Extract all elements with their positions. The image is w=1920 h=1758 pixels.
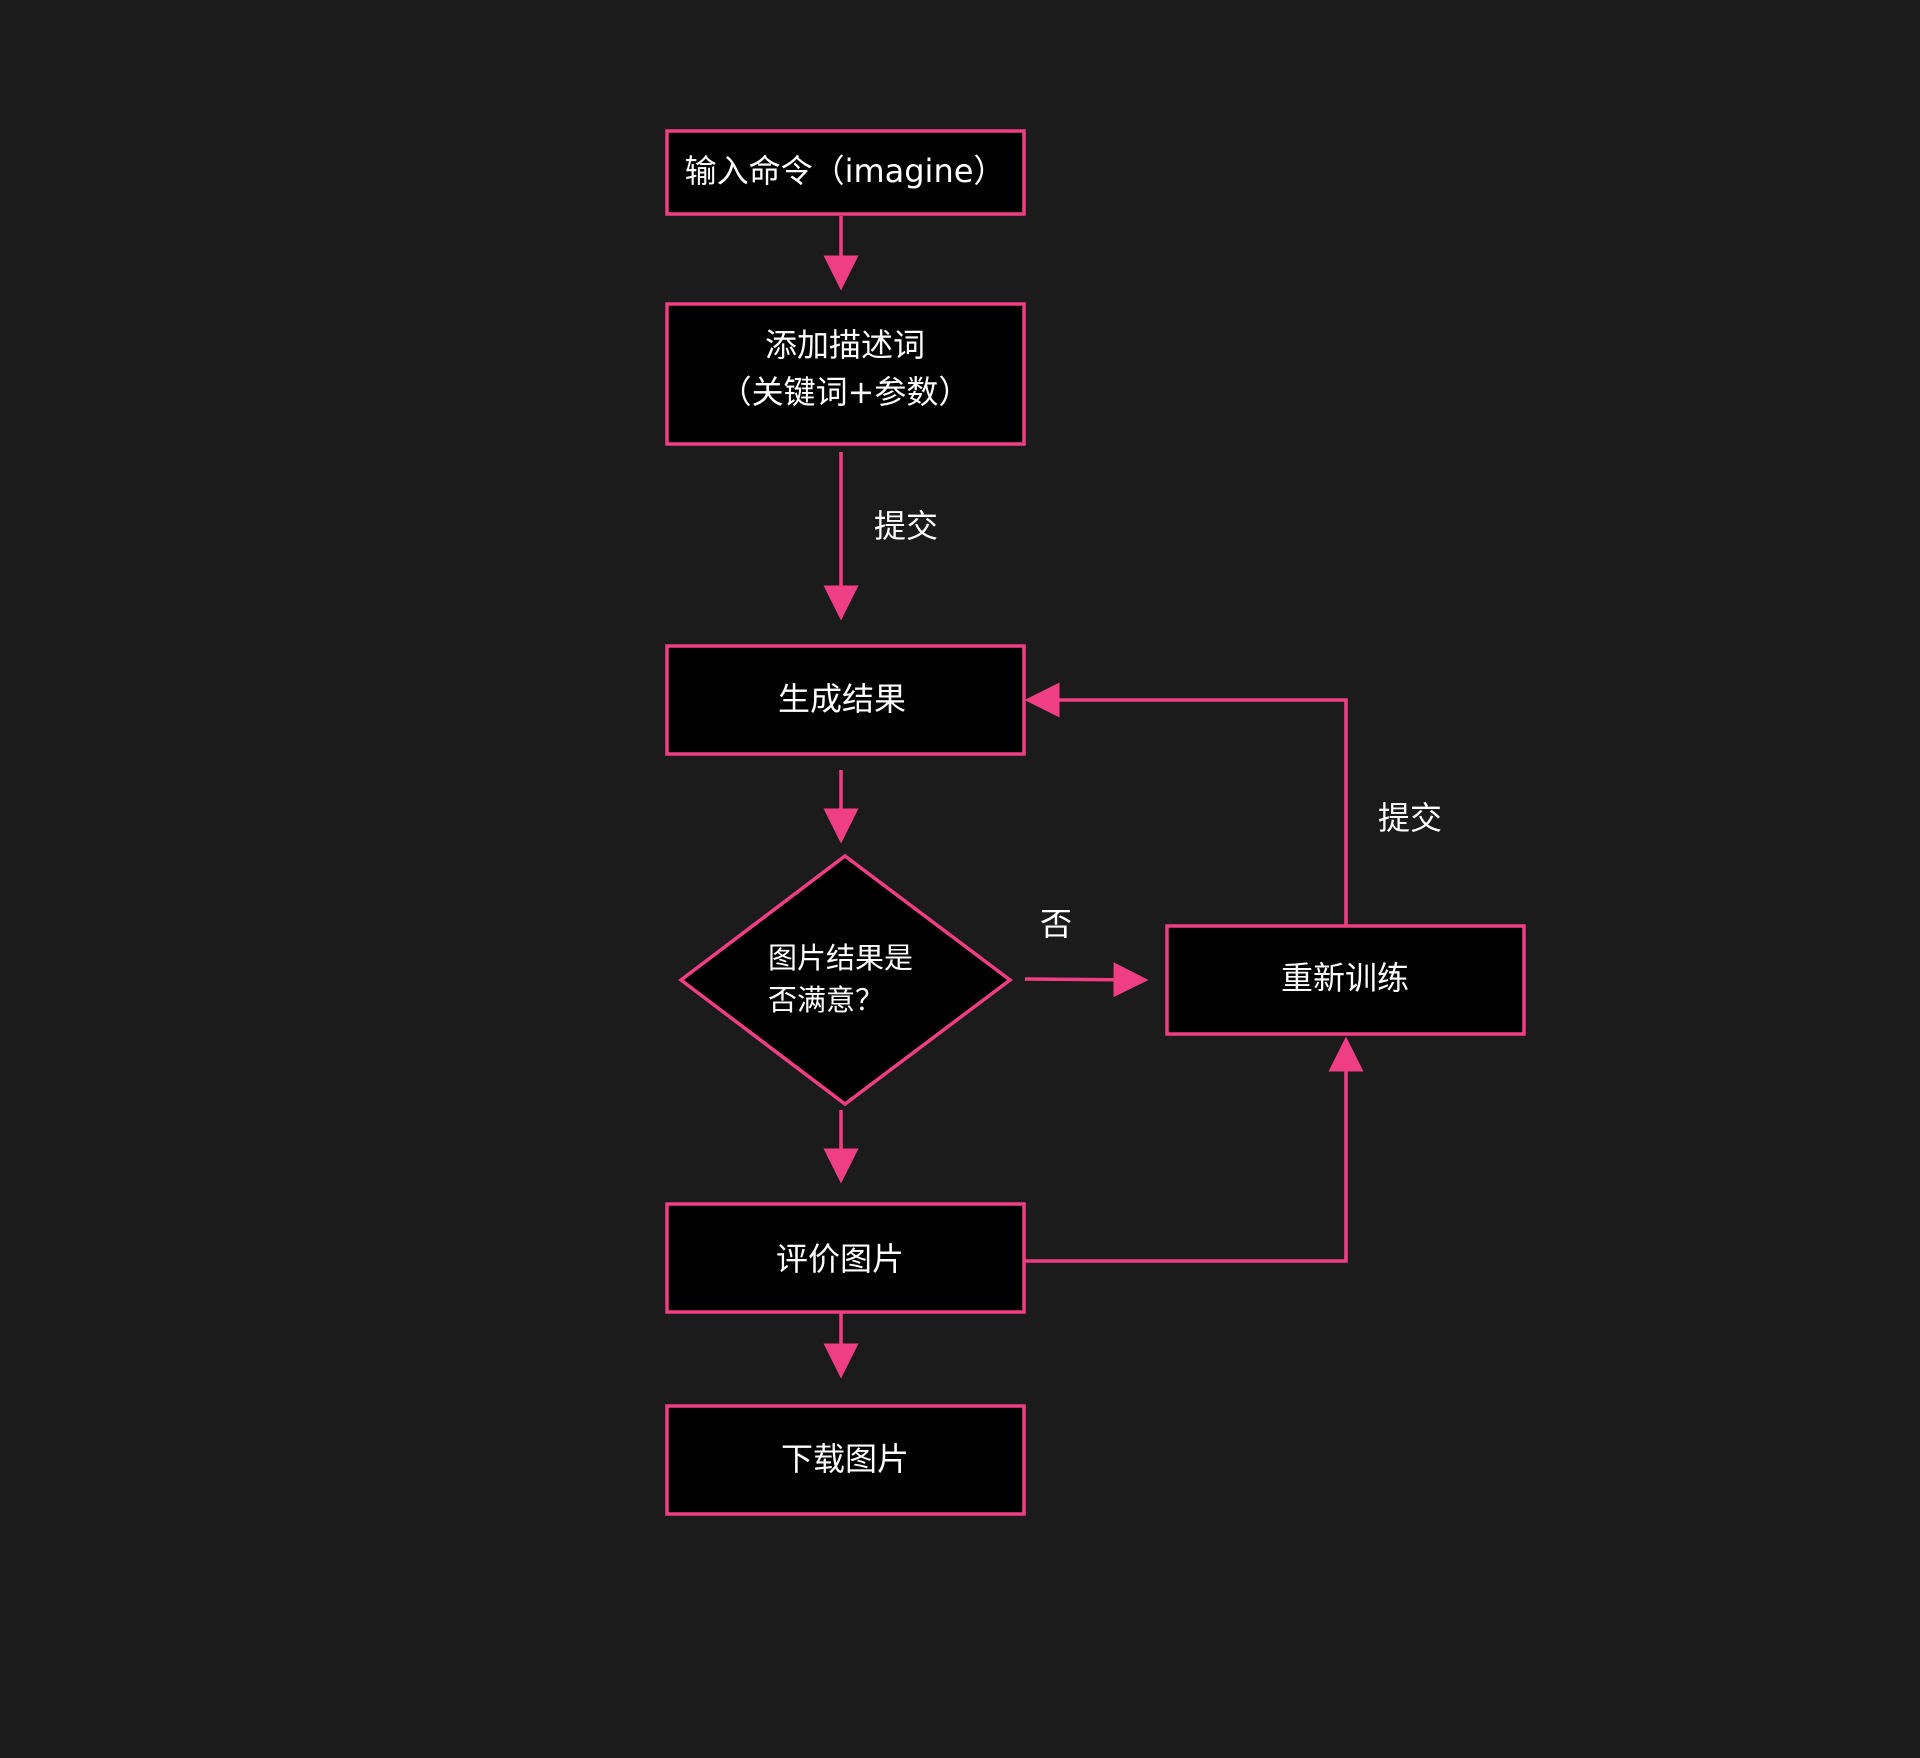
node-retrain: 重新训练 (1165, 924, 1526, 1036)
node-add-description-line2: （关键词+参数） (720, 373, 971, 411)
node-satisfied-decision: 图片结果是 否满意？ (678, 853, 1013, 1107)
edge-retrain-to-generate (1024, 682, 1348, 925)
node-input-command-label: 输入命令（imagine） (685, 152, 1006, 190)
node-input-command: 输入命令（imagine） (665, 129, 1026, 216)
node-add-description: 添加描述词 （关键词+参数） (665, 302, 1026, 446)
node-retrain-label: 重新训练 (1281, 959, 1409, 997)
node-add-description-line1: 添加描述词 (765, 326, 925, 364)
node-generate-result-label: 生成结果 (778, 680, 906, 718)
node-evaluate-image: 评价图片 (665, 1202, 1026, 1314)
edge-decision-to-retrain (1024, 962, 1149, 998)
edges (823, 216, 1364, 1379)
node-satisfied-decision-line1: 图片结果是 (768, 941, 913, 975)
node-evaluate-image-label: 评价图片 (776, 1240, 904, 1278)
node-download-image: 下载图片 (665, 1404, 1026, 1516)
edge-label-no: 否 (1040, 905, 1072, 943)
node-generate-result: 生成结果 (665, 644, 1026, 756)
node-satisfied-decision-line2: 否满意？ (768, 983, 884, 1017)
edge-label-submit-loop: 提交 (1378, 799, 1442, 837)
edge-label-submit-main: 提交 (874, 507, 938, 545)
node-download-image-label: 下载图片 (781, 1440, 909, 1478)
edge-evaluate-to-retrain (1024, 1036, 1364, 1263)
